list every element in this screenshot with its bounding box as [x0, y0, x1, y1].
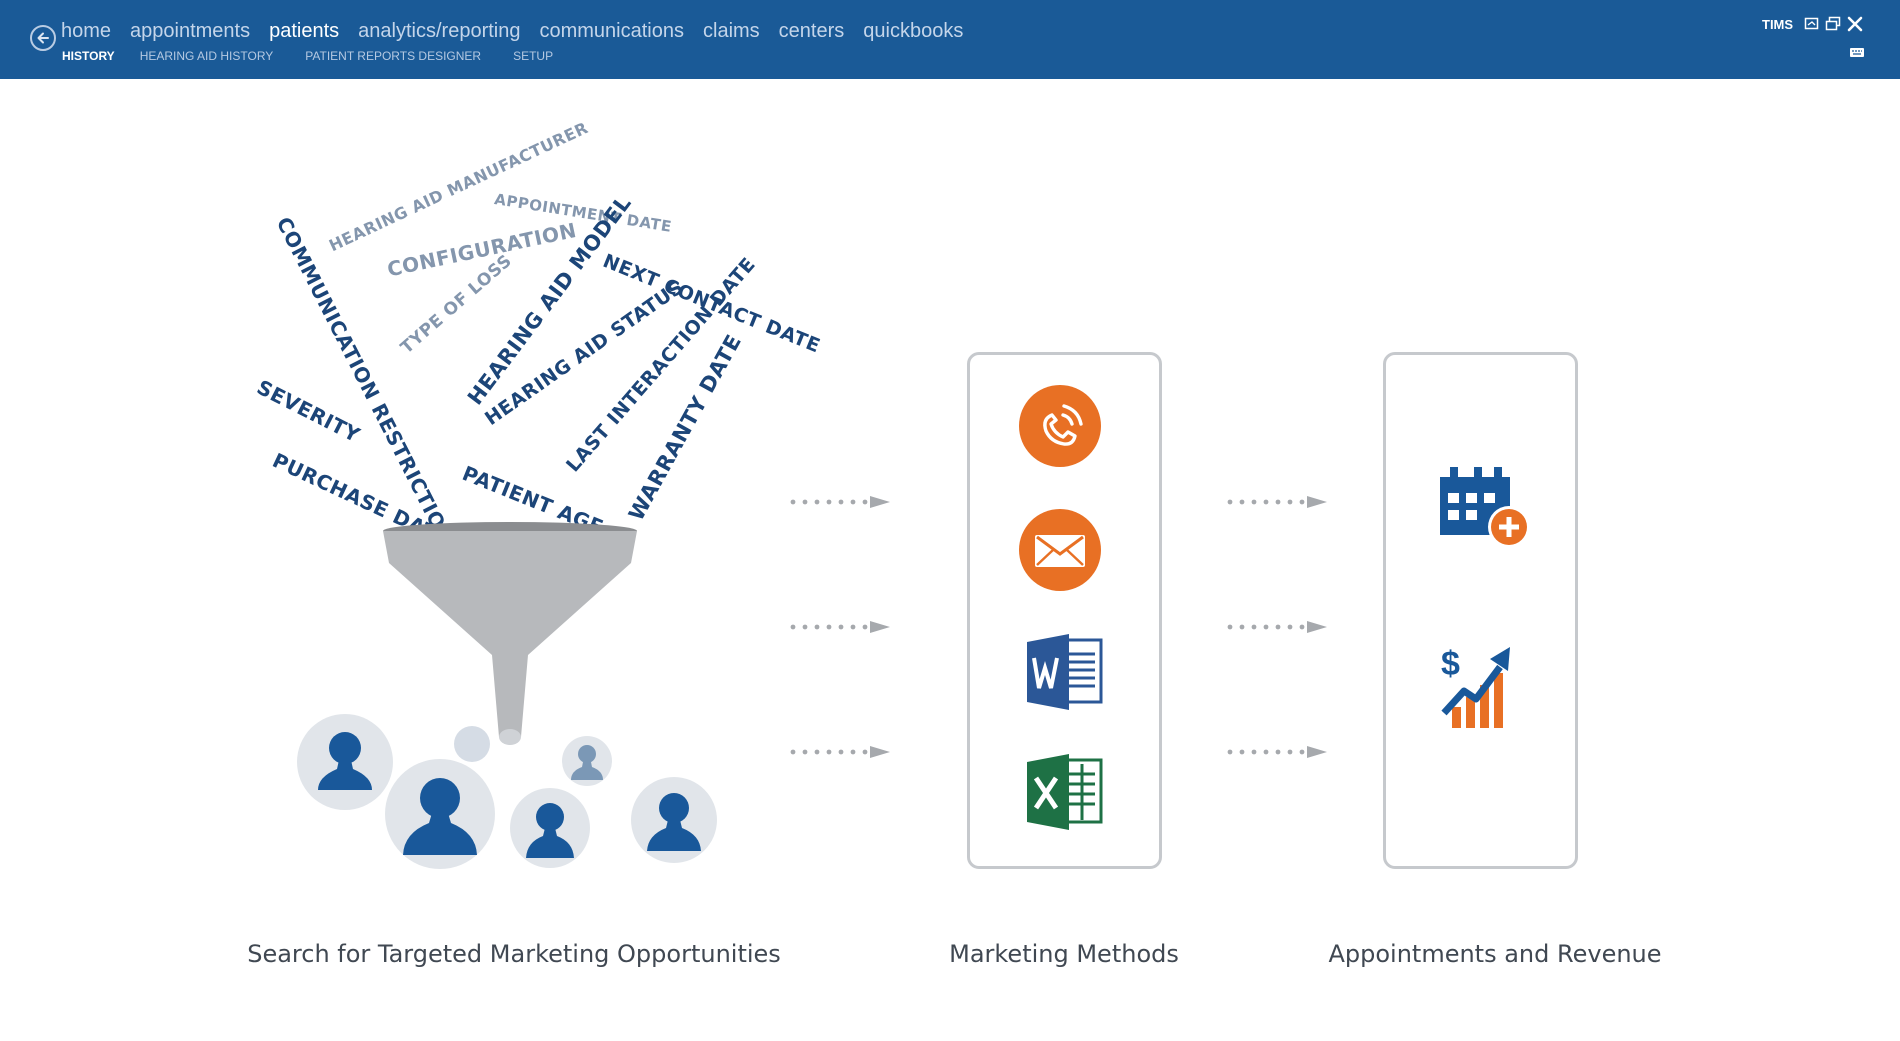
close-icon	[1847, 16, 1863, 32]
patient-avatar-icon	[562, 736, 612, 786]
back-arrow-icon	[37, 32, 49, 44]
nav-appointments[interactable]: appointments	[130, 20, 251, 42]
keyboard-button[interactable]	[1849, 45, 1865, 61]
flow-arrow	[790, 495, 900, 509]
funnel-icon	[383, 522, 637, 745]
calendar-add-icon	[1440, 467, 1530, 548]
subnav-setup[interactable]: SETUP	[513, 49, 554, 63]
keyboard-icon	[1850, 48, 1864, 57]
nav-analytics-reporting[interactable]: analytics/reporting	[358, 20, 521, 42]
back-button[interactable]	[30, 25, 56, 51]
top-nav-bar: home appointments patients analytics/rep…	[0, 0, 1900, 79]
caption-revenue: Appointments and Revenue	[1328, 940, 1662, 968]
sub-nav: HISTORY HEARING AID HISTORY PATIENT REPO…	[62, 49, 585, 63]
dotted-arrow-icon	[1227, 496, 1327, 508]
word-icon	[1027, 634, 1103, 710]
flow-arrow	[790, 620, 900, 634]
excel-icon	[1027, 754, 1103, 830]
flow-arrow	[790, 745, 900, 759]
subnav-hearing-aid-history[interactable]: HEARING AID HISTORY	[139, 49, 274, 63]
caption-methods: Marketing Methods	[949, 940, 1179, 968]
main-nav: home appointments patients analytics/rep…	[61, 20, 963, 43]
svg-text:$: $	[1441, 645, 1460, 683]
dotted-arrow-icon	[790, 746, 890, 758]
close-button[interactable]	[1847, 16, 1863, 32]
patient-avatar-icon	[631, 777, 717, 863]
patient-avatar-icon	[385, 759, 495, 869]
patient-avatar-icon	[297, 714, 393, 810]
bubble-icon	[454, 726, 490, 762]
dotted-arrow-icon	[790, 621, 890, 633]
dotted-arrow-icon	[1227, 621, 1327, 633]
dotted-arrow-icon	[1227, 746, 1327, 758]
dotted-arrow-icon	[790, 496, 890, 508]
nav-communications[interactable]: communications	[539, 20, 684, 42]
flow-arrow	[1227, 745, 1337, 759]
funnel-graphic	[297, 522, 717, 869]
nav-quickbooks[interactable]: quickbooks	[863, 20, 964, 42]
restore-button[interactable]	[1825, 16, 1841, 32]
nav-claims[interactable]: claims	[703, 20, 760, 42]
word-warranty-date: WARRANTY DATE	[624, 330, 747, 525]
restore-icon	[1825, 16, 1841, 31]
appointments-revenue-panel	[1383, 352, 1578, 869]
email-icon	[1019, 509, 1101, 591]
minimize-button[interactable]	[1804, 16, 1820, 32]
minimize-icon	[1804, 17, 1819, 30]
caption-search: Search for Targeted Marketing Opportunit…	[247, 940, 781, 968]
nav-centers[interactable]: centers	[778, 20, 845, 42]
subnav-patient-reports-designer[interactable]: PATIENT REPORTS DESIGNER	[305, 49, 482, 63]
app-name: TIMS	[1762, 17, 1794, 32]
patient-avatar-icon	[510, 788, 590, 868]
subnav-history[interactable]: HISTORY	[62, 49, 115, 63]
flow-arrow	[1227, 620, 1337, 634]
phone-icon	[1019, 385, 1101, 467]
nav-home[interactable]: home	[61, 20, 112, 42]
revenue-growth-icon: $	[1441, 645, 1510, 728]
nav-patients[interactable]: patients	[269, 20, 340, 42]
word-severity: SEVERITY	[253, 375, 364, 448]
flow-arrow	[1227, 495, 1337, 509]
